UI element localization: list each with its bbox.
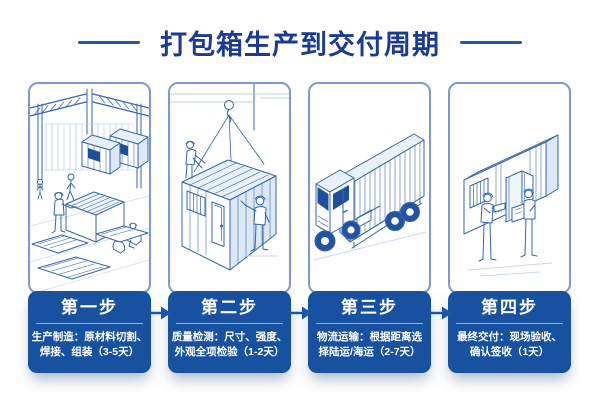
step-3-title: 第三步 xyxy=(341,298,398,317)
title-right-rule xyxy=(460,40,522,44)
step-3-label-box: 第三步 物流运输：根据距离选 择陆运/海运（2-7天） xyxy=(308,291,431,373)
step-arrow-icon-1 xyxy=(146,306,171,320)
infographic-header: 打包箱生产到交付周期 xyxy=(0,22,600,62)
step-3-description: 物流运输：根据距离选 择陆运/海运（2-7天） xyxy=(317,331,422,358)
step-3-divider xyxy=(316,323,423,324)
step-2-description: 质量检测：尺寸、强度、 外观全项检验（1-2天） xyxy=(171,331,288,358)
page-title: 打包箱生产到交付周期 xyxy=(160,29,440,60)
timeline-step-4: 第四步 最终交付：现场验收、 确认签收（1天） xyxy=(448,82,571,373)
step-4-illustration-panel xyxy=(448,82,571,294)
step-1-illustration-panel xyxy=(28,82,151,294)
step-1-divider xyxy=(36,323,143,324)
site-acceptance-illustration xyxy=(463,134,559,277)
step-4-title: 第四步 xyxy=(481,298,538,317)
factory-assembly-illustration xyxy=(30,88,149,292)
step-1-title: 第一步 xyxy=(61,298,118,317)
step-2-illustration-panel xyxy=(168,82,291,294)
process-timeline: 第一步 生产制造：原材料切割、 焊接、组装（3-5天） xyxy=(28,82,572,373)
step-3-illustration-panel xyxy=(308,82,431,294)
step-1-label-box: 第一步 生产制造：原材料切割、 焊接、组装（3-5天） xyxy=(28,291,151,373)
step-4-divider xyxy=(456,323,563,324)
step-arrow-icon-3 xyxy=(427,306,452,320)
step-1-description: 生产制造：原材料切割、 焊接、组装（3-5天） xyxy=(31,331,148,358)
step-2-label-box: 第二步 质量检测：尺寸、强度、 外观全项检验（1-2天） xyxy=(168,291,291,373)
step-4-label-box: 第四步 最终交付：现场验收、 确认签收（1天） xyxy=(448,291,571,373)
step-4-description: 最终交付：现场验收、 确认签收（1天） xyxy=(457,331,562,358)
timeline-step-1: 第一步 生产制造：原材料切割、 焊接、组装（3-5天） xyxy=(28,82,151,373)
step-arrow-icon-2 xyxy=(287,306,312,320)
container-truck-illustration xyxy=(313,133,427,261)
title-left-rule xyxy=(78,40,140,44)
step-2-divider xyxy=(176,323,283,324)
step-2-title: 第二步 xyxy=(201,298,258,317)
timeline-step-2: 第二步 质量检测：尺寸、强度、 外观全项检验（1-2天） xyxy=(168,82,291,373)
timeline-step-3: 第三步 物流运输：根据距离选 择陆运/海运（2-7天） xyxy=(308,82,431,373)
crane-quality-inspection-illustration xyxy=(170,84,289,271)
